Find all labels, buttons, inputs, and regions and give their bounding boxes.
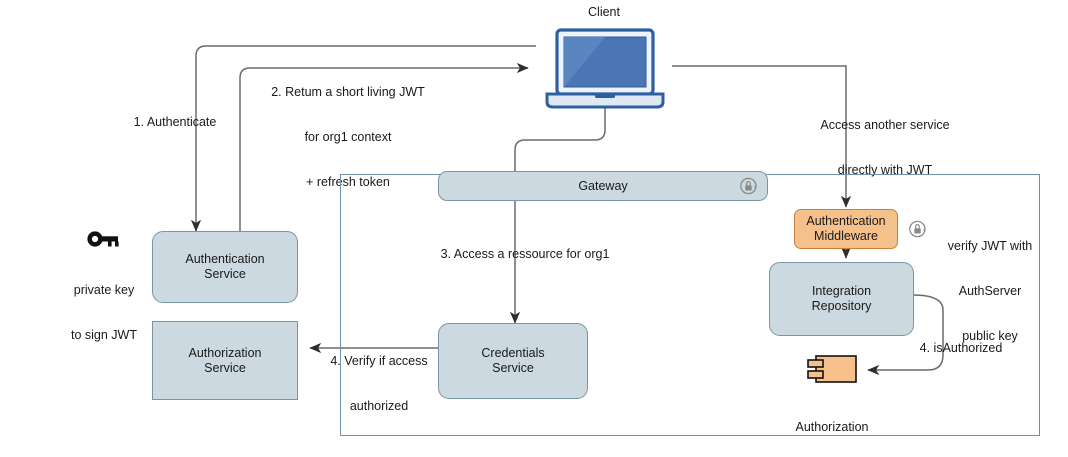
key-caption-line1: private key (73, 283, 135, 297)
direct-jwt-line1: Access another service (820, 118, 950, 132)
middleware-note-line1: verify JWT with (947, 239, 1033, 253)
flow-label-step4-verify: 4. Verify if access authorized (316, 324, 442, 444)
flow-label-direct-jwt: Access another service directly with JWT (792, 88, 978, 208)
lock-circle-icon (739, 176, 759, 196)
key-caption-line2: to sign JWT (71, 328, 137, 342)
key-caption: private key to sign JWT (64, 253, 144, 373)
gateway-bar[interactable]: Gateway (438, 171, 768, 201)
wire-access-resource (509, 104, 606, 324)
authorization-library-component-icon[interactable] (806, 353, 858, 385)
authorization-library-line1: Authorization (795, 420, 869, 434)
flow-label-step1: 1. Authenticate (133, 115, 217, 129)
wire-authenticate (190, 45, 536, 232)
authorization-library-label: Authorization library (782, 390, 882, 457)
middleware-note: verify JWT with AuthServer public key (930, 209, 1050, 374)
node-credentials-service[interactable]: Credentials Service (438, 323, 588, 399)
middleware-lock-circle-icon (908, 219, 928, 239)
gateway-label: Gateway (578, 179, 628, 193)
node-authorization-service[interactable]: Authorization Service (152, 321, 298, 400)
middleware-note-line3: public key (962, 329, 1018, 343)
step2-line3: + refresh token (306, 175, 390, 189)
flow-label-step2: 2. Retum a short living JWT for org1 con… (253, 55, 443, 220)
node-authentication-middleware[interactable]: Authentication Middleware (794, 209, 898, 249)
step4-verify-line1: 4. Verify if access (330, 354, 428, 368)
wire-direct-jwt (672, 65, 852, 208)
step2-line1: 2. Retum a short living JWT (271, 85, 425, 99)
middleware-note-line2: AuthServer (958, 284, 1022, 298)
laptop-icon (543, 28, 667, 112)
step2-line2: for org1 context (304, 130, 392, 144)
flow-label-step3: 3. Access a ressource for org1 (440, 247, 610, 261)
flow-label-step4-isauthorized: 4. isAuthorized (919, 341, 1003, 355)
direct-jwt-line2: directly with JWT (837, 163, 933, 177)
client-label: Client (588, 5, 620, 19)
wire-return-jwt (239, 62, 529, 231)
wire-isauthorized (867, 294, 944, 376)
node-authentication-service[interactable]: Authentication Service (152, 231, 298, 303)
node-integration-repository[interactable]: Integration Repository (769, 262, 914, 336)
step4-verify-line2: authorized (349, 399, 409, 413)
key-icon (86, 230, 120, 248)
